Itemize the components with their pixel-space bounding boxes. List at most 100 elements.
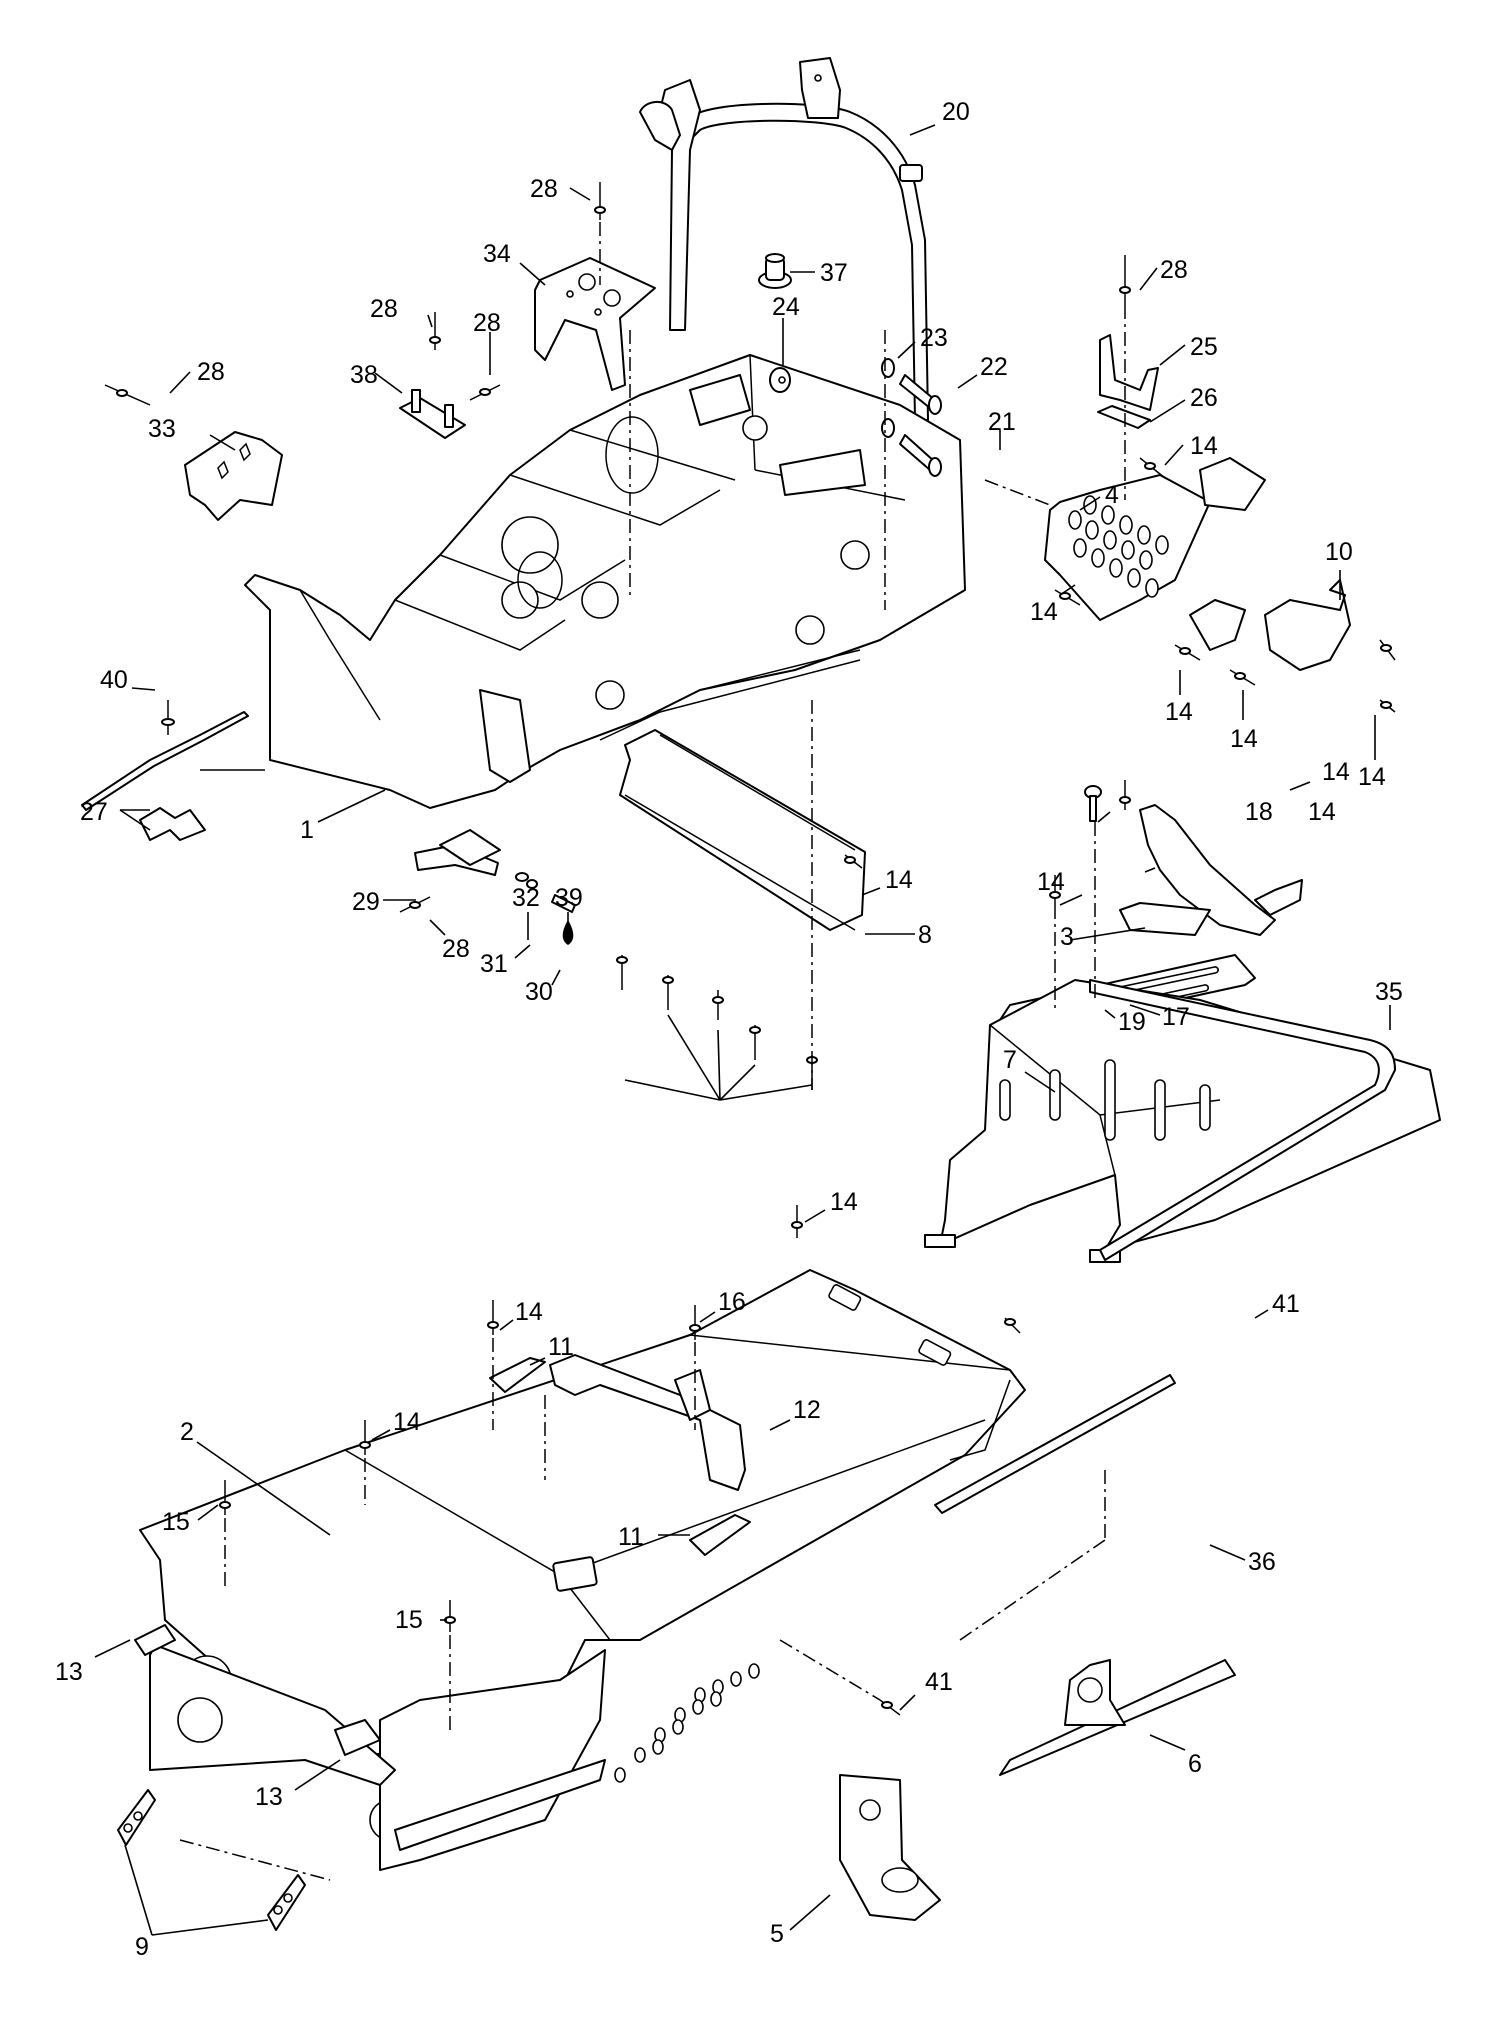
rivet-15-b[interactable] xyxy=(444,1600,456,1632)
part-36-rod[interactable] xyxy=(934,1374,1176,1514)
part-27-clamp[interactable] xyxy=(139,807,206,841)
rivet-28-left[interactable] xyxy=(429,312,441,350)
callout-29: 29 xyxy=(352,888,380,916)
callout-20: 20 xyxy=(942,98,970,126)
callout-26: 26 xyxy=(1190,384,1218,412)
part-33-plate[interactable] xyxy=(184,431,283,521)
callout-41: 41 xyxy=(1272,1290,1300,1318)
part-6-slotted-strip[interactable] xyxy=(999,1659,1236,1776)
part-24-nut[interactable] xyxy=(769,367,791,393)
part-23-washer[interactable] xyxy=(881,358,895,438)
callout-30: 30 xyxy=(525,978,553,1006)
callout-27: 27 xyxy=(80,798,108,826)
rivet-28-hinge[interactable] xyxy=(399,896,431,913)
part-1-front-frame[interactable] xyxy=(244,354,966,809)
rivet-14-k[interactable] xyxy=(359,1420,371,1455)
rivet-14-i[interactable] xyxy=(791,1205,803,1238)
callout-16: 16 xyxy=(718,1288,746,1316)
part-12-cross-brace[interactable] xyxy=(549,1354,746,1491)
part-4-perforated-panel[interactable] xyxy=(1044,457,1266,651)
callout-34: 34 xyxy=(483,240,511,268)
callout-32: 32 xyxy=(512,884,540,912)
part-5-l-bracket[interactable] xyxy=(839,1774,941,1921)
callout-14: 14 xyxy=(1030,598,1058,626)
part-2-tunnel[interactable] xyxy=(139,1269,1026,1871)
callout-31: 31 xyxy=(480,950,508,978)
rivet-14-d[interactable] xyxy=(1229,669,1256,686)
part-8-angle-channel[interactable] xyxy=(619,729,866,931)
rivet-14-f[interactable] xyxy=(844,854,863,869)
rivet-41-a[interactable] xyxy=(1004,1317,1021,1334)
rivet-28-top[interactable] xyxy=(594,182,606,220)
part-32-washer[interactable] xyxy=(515,872,529,882)
part-29-hinge[interactable] xyxy=(414,829,501,876)
rivet-14-h[interactable] xyxy=(1049,875,1061,905)
part-18-bolt[interactable] xyxy=(1084,785,1102,822)
part-26-plate[interactable] xyxy=(1097,405,1151,429)
assembly-lines xyxy=(179,222,1126,1881)
callout-40: 40 xyxy=(100,666,128,694)
callout-15: 15 xyxy=(395,1606,423,1634)
callout-14: 14 xyxy=(393,1408,421,1436)
rivets-14-under-8[interactable] xyxy=(616,955,818,1090)
part-34-bracket[interactable] xyxy=(534,257,656,391)
callout-17: 17 xyxy=(1162,1003,1190,1031)
part-25-clip[interactable] xyxy=(1099,334,1159,411)
callout-3: 3 xyxy=(1060,923,1074,951)
part-35-bumper-rail[interactable] xyxy=(1089,979,1396,1261)
rivet-14-g[interactable] xyxy=(1119,780,1131,810)
rivet-28-diag[interactable] xyxy=(469,384,501,401)
callout-38: 38 xyxy=(350,361,378,389)
callout-28: 28 xyxy=(473,309,501,337)
tunnel-perforations xyxy=(614,1663,760,1783)
part-9-plate-b[interactable] xyxy=(267,1874,306,1931)
part-11-pad-lower[interactable] xyxy=(689,1514,751,1556)
callout-14: 14 xyxy=(1308,798,1336,826)
rivet-14-c[interactable] xyxy=(1174,644,1201,661)
part-27-rod[interactable] xyxy=(81,711,249,811)
callout-24: 24 xyxy=(772,293,800,321)
callout-14: 14 xyxy=(1037,868,1065,896)
rivet-14-b[interactable] xyxy=(1054,589,1081,606)
callout-35: 35 xyxy=(1375,978,1403,1006)
callout-28: 28 xyxy=(197,358,225,386)
part-3-foot-bracket[interactable] xyxy=(1119,804,1303,936)
part-38-stud-plate[interactable] xyxy=(399,389,466,439)
callout-9: 9 xyxy=(135,1933,149,1961)
callout-1: 1 xyxy=(300,816,314,844)
part-20-handlebar[interactable] xyxy=(639,57,929,421)
part-37-bushing[interactable] xyxy=(758,253,792,289)
rivet-41-b[interactable] xyxy=(879,1699,901,1716)
callout-41: 41 xyxy=(925,1668,953,1696)
part-9-plate-a[interactable] xyxy=(117,1789,156,1846)
rivet-28-right[interactable] xyxy=(1119,255,1131,305)
callout-28: 28 xyxy=(530,175,558,203)
callout-4: 4 xyxy=(1105,481,1119,509)
rivet-16[interactable] xyxy=(689,1305,701,1340)
callout-19: 19 xyxy=(1118,1008,1146,1036)
part-39-grease-drop[interactable] xyxy=(562,920,574,945)
callout-14: 14 xyxy=(1190,432,1218,460)
part-13-rear-bracket[interactable] xyxy=(134,1624,396,1786)
rivet-14-e[interactable] xyxy=(1379,639,1396,713)
callout-18: 18 xyxy=(1245,798,1273,826)
rivet-28-far-left[interactable] xyxy=(104,384,151,406)
part-22-bolt[interactable] xyxy=(899,374,942,415)
rivet-15-a[interactable] xyxy=(219,1480,231,1515)
callout-15: 15 xyxy=(162,1508,190,1536)
part-31-washer[interactable] xyxy=(526,879,538,889)
callout-6: 6 xyxy=(1188,1750,1202,1778)
rivet-14-j[interactable] xyxy=(487,1300,499,1335)
part-40-rivet[interactable] xyxy=(161,700,175,735)
part-21-bolt[interactable] xyxy=(899,434,942,477)
part-11-pad-upper[interactable] xyxy=(489,1357,546,1393)
part-30-screw[interactable] xyxy=(551,894,576,913)
rivet-14-a[interactable] xyxy=(1139,457,1166,479)
callout-11: 11 xyxy=(618,1523,644,1551)
callout-14: 14 xyxy=(1165,698,1193,726)
callout-5: 5 xyxy=(770,1920,784,1948)
callout-11: 11 xyxy=(548,1333,574,1361)
callout-22: 22 xyxy=(980,353,1008,381)
part-10-corner-bracket[interactable] xyxy=(1264,579,1351,671)
